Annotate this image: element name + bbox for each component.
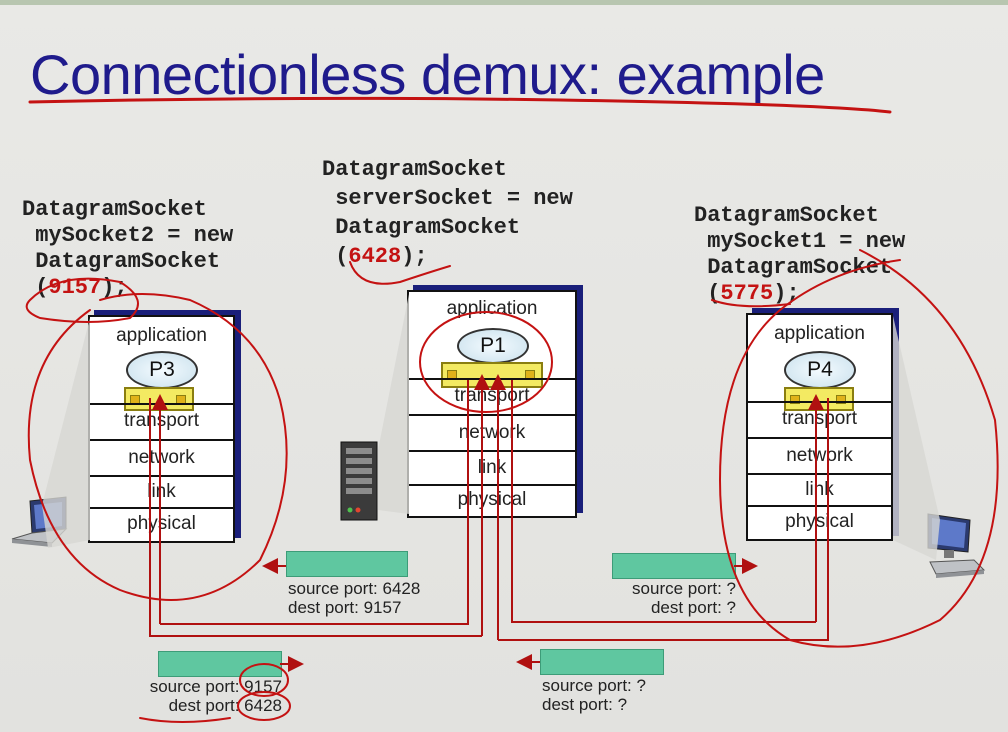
server-protocol-stack: application P1 transport network link ph… (407, 290, 577, 518)
segment-4-source-port: source port: ? (542, 676, 646, 695)
segment-server-to-right-info: source port: ? dest port: ? (614, 579, 736, 617)
segment-1-dest-port: dest port: 9157 (288, 598, 402, 617)
segment-1-source-port: source port: 6428 (288, 579, 421, 598)
left-port-number: 9157 (48, 275, 102, 300)
left-code-paren-open: ( (22, 275, 49, 300)
left-protocol-stack: application P3 transport network link ph… (88, 315, 235, 543)
server-physical-layer: physical (409, 484, 575, 516)
laptop-icon (11, 496, 68, 547)
server-network-layer: network (409, 414, 575, 450)
right-code-line3: DatagramSocket (694, 255, 893, 280)
right-process-p4: P4 (784, 351, 856, 389)
server-code-paren-open: ( (322, 244, 349, 269)
server-transport-layer: transport (409, 378, 575, 414)
top-border-line (0, 0, 1008, 5)
segment-4-dest-port: dest port: ? (542, 695, 628, 714)
segment-3-dest-underline-annotation (139, 717, 231, 723)
right-port-number: 5775 (720, 281, 774, 306)
right-application-label: application (774, 323, 865, 344)
slide-title: Connectionless demux: example (30, 43, 825, 106)
right-code-paren-close: ); (773, 281, 800, 306)
left-code-line3: DatagramSocket (22, 249, 221, 274)
right-code-line2: mySocket1 = new (694, 229, 906, 254)
right-code-paren-open: ( (694, 281, 721, 306)
right-code-line1: DatagramSocket (694, 203, 879, 228)
left-network-layer: network (90, 439, 233, 475)
segment-3-dest-port: dest port: 6428 (168, 696, 282, 715)
segment-2-source-port: source port: ? (632, 579, 736, 598)
server-process-p1: P1 (457, 328, 529, 364)
left-application-label: application (116, 325, 207, 346)
right-socket-code: DatagramSocket mySocket1 = new DatagramS… (694, 203, 905, 307)
right-transport-layer: transport (748, 401, 891, 437)
server-icon (340, 441, 378, 521)
right-network-layer: network (748, 437, 891, 473)
desktop-computer-icon (927, 513, 986, 578)
left-physical-layer: physical (90, 507, 233, 541)
segment-server-to-right (612, 553, 736, 579)
right-link-layer: link (748, 473, 891, 505)
left-transport-layer: transport (90, 403, 233, 439)
left-process-p3: P3 (126, 351, 198, 389)
segment-left-to-server-info: source port: 9157 dest port: 6428 (128, 677, 282, 715)
segment-3-source-port: source port: 9157 (149, 677, 282, 696)
server-port-number: 6428 (348, 244, 402, 269)
server-beam (378, 294, 409, 514)
segment-left-to-server (158, 651, 282, 677)
server-code-paren-close: ); (401, 244, 428, 269)
right-physical-layer: physical (748, 505, 891, 539)
left-code-line2: mySocket2 = new (22, 223, 234, 248)
segment-server-to-left-info: source port: 6428 dest port: 9157 (288, 579, 420, 617)
left-code-line1: DatagramSocket (22, 197, 207, 222)
segment-server-to-left (286, 551, 408, 577)
right-protocol-stack: application P4 transport network link ph… (746, 313, 893, 541)
segment-right-to-server (540, 649, 664, 675)
left-socket-code: DatagramSocket mySocket2 = new DatagramS… (22, 197, 233, 301)
segment-right-to-server-info: source port: ? dest port: ? (542, 676, 646, 714)
left-code-paren-close: ); (101, 275, 128, 300)
server-socket-code: DatagramSocket serverSocket = new Datagr… (322, 155, 573, 271)
server-code-line2: serverSocket = new (322, 186, 573, 211)
left-link-layer: link (90, 475, 233, 507)
server-code-line1: DatagramSocket (322, 157, 507, 182)
segment-2-dest-port: dest port: ? (650, 598, 736, 617)
server-link-layer: link (409, 450, 575, 484)
server-application-label: application (446, 298, 538, 319)
server-code-line3: DatagramSocket (322, 215, 521, 240)
